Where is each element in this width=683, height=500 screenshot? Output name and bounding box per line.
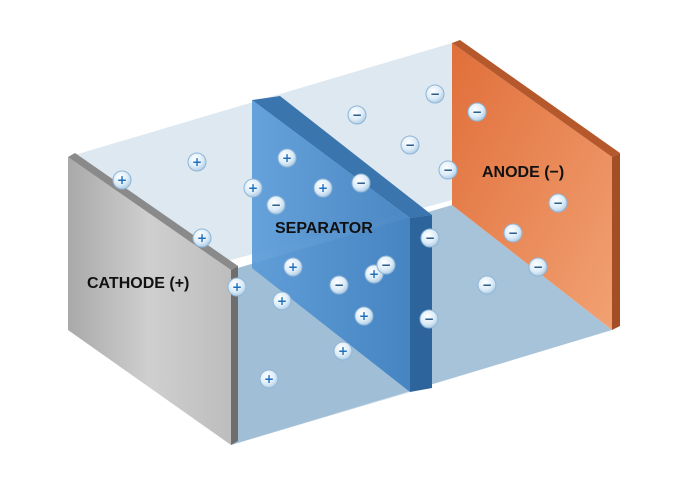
svg-text:−: −	[482, 278, 492, 292]
svg-text:+: +	[117, 173, 127, 187]
svg-text:−: −	[271, 198, 281, 212]
svg-text:+: +	[338, 344, 348, 358]
ion-positive: +	[313, 178, 333, 198]
ion-negative: −	[420, 228, 440, 248]
svg-text:−: −	[533, 260, 543, 274]
ion-negative: −	[347, 105, 367, 125]
ion-negative: −	[351, 173, 371, 193]
anode-label: ANODE (−)	[482, 164, 564, 181]
electrolyte-floor-left	[231, 263, 410, 445]
ion-positive: +	[277, 148, 297, 168]
cathode-plate-side	[231, 266, 238, 445]
ion-positive: +	[283, 257, 303, 277]
ion-positive: +	[227, 277, 247, 297]
anode-plate-edge	[452, 40, 620, 157]
ion-negative: −	[419, 309, 439, 329]
svg-text:+: +	[318, 181, 328, 195]
separator-label: SEPARATOR	[275, 220, 373, 237]
svg-text:−: −	[425, 231, 435, 245]
svg-text:−: −	[472, 105, 482, 119]
ion-negative: −	[329, 275, 349, 295]
svg-text:+: +	[248, 181, 258, 195]
svg-text:+: +	[232, 280, 242, 294]
svg-text:+: +	[369, 267, 379, 281]
svg-text:−: −	[424, 312, 434, 326]
separator-side-edge	[252, 96, 432, 218]
svg-text:−: −	[508, 226, 518, 240]
svg-text:−: −	[430, 87, 440, 101]
svg-text:+: +	[277, 294, 287, 308]
ion-positive: +	[354, 306, 374, 326]
cathode-label: CATHODE (+)	[87, 275, 189, 292]
svg-text:−: −	[381, 258, 391, 272]
ion-positive: +	[272, 291, 292, 311]
ion-positive: +	[259, 369, 279, 389]
ion-negative: −	[548, 193, 568, 213]
svg-text:+: +	[359, 309, 369, 323]
svg-text:+: +	[192, 155, 202, 169]
ion-negative: −	[503, 223, 523, 243]
ion-negative: −	[425, 84, 445, 104]
svg-text:−: −	[334, 278, 344, 292]
ion-negative: −	[528, 257, 548, 277]
ion-negative: −	[376, 255, 396, 275]
ion-negative: −	[438, 160, 458, 180]
ion-negative: −	[467, 102, 487, 122]
ion-positive: +	[192, 228, 212, 248]
anode-plate-side	[612, 153, 620, 330]
ion-negative: −	[400, 135, 420, 155]
ion-positive: +	[243, 178, 263, 198]
svg-text:−: −	[553, 196, 563, 210]
cathode-plate	[68, 157, 231, 445]
ion-positive: +	[333, 341, 353, 361]
ion-negative: −	[477, 275, 497, 295]
svg-text:+: +	[282, 151, 292, 165]
svg-text:+: +	[197, 231, 207, 245]
ion-positive: +	[187, 152, 207, 172]
svg-text:−: −	[443, 163, 453, 177]
anode-plate	[452, 43, 612, 330]
svg-text:−: −	[352, 108, 362, 122]
separator-front-edge	[410, 215, 432, 392]
ion-negative: −	[266, 195, 286, 215]
svg-text:+: +	[264, 372, 274, 386]
ion-positive: +	[112, 170, 132, 190]
svg-text:−: −	[356, 176, 366, 190]
svg-text:+: +	[288, 260, 298, 274]
svg-text:−: −	[405, 138, 415, 152]
